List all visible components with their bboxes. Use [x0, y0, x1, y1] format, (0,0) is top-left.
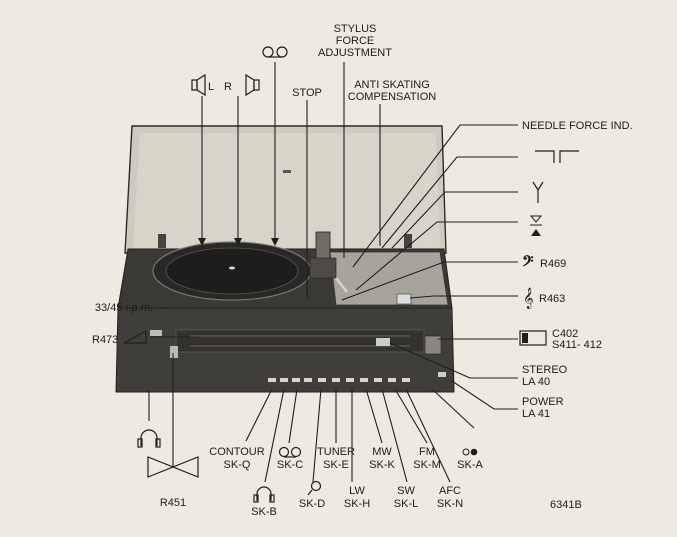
leader-lines — [148, 62, 518, 483]
anti-skating-line2: COMPENSATION — [348, 91, 436, 103]
skn-label: SK-N — [437, 498, 463, 510]
fm-label: FM — [419, 446, 435, 458]
push-buttons — [268, 378, 410, 382]
speaker-right-icon — [245, 73, 260, 97]
skc-label: SK-C — [277, 459, 303, 471]
tuner-scale-ticks — [190, 335, 410, 347]
r463-label: R463 — [539, 293, 565, 305]
la41-label: LA 41 — [522, 408, 550, 420]
s411-label: S411- 412 — [552, 339, 602, 351]
dust-cover-shade — [133, 133, 440, 248]
magnifier-icon — [307, 480, 322, 496]
ska-label: SK-A — [457, 459, 483, 471]
tuning-knob — [424, 335, 442, 355]
headphones-icon — [137, 429, 161, 448]
mono-stereo-icon — [462, 448, 478, 456]
tape-icon — [262, 46, 288, 58]
needle-force-label: NEEDLE FORCE IND. — [522, 120, 633, 132]
tuner-label: TUNER — [317, 446, 355, 458]
tuner-scale — [175, 329, 425, 353]
fader-icon — [147, 456, 199, 478]
speaker-left-label: L — [208, 81, 214, 93]
contour-label: CONTOUR — [209, 446, 264, 458]
speaker-left-icon — [191, 73, 206, 97]
stop-label: STOP — [292, 87, 322, 99]
deck-knob — [396, 293, 412, 305]
deck-right-plate — [329, 251, 449, 306]
skm-label: SK-M — [413, 459, 441, 471]
stylus-force-line1: STYLUS — [334, 23, 377, 35]
ske-label: SK-E — [323, 459, 349, 471]
lw-label: LW — [349, 485, 365, 497]
stylus-force-line2: FORCE — [336, 35, 375, 47]
anti-skating-line1: ANTI SKATING — [354, 79, 430, 91]
figure-id: 6341B — [550, 499, 582, 511]
power-label: POWER — [522, 396, 564, 408]
balance-icon — [529, 215, 543, 236]
la40-label: LA 40 — [522, 376, 550, 388]
skk-label: SK-K — [369, 459, 395, 471]
platter-inner — [165, 247, 299, 295]
headphones-small-icon — [253, 486, 275, 503]
speed-label: 33/45 r.p.m. — [95, 302, 153, 314]
r469-label: R469 — [540, 258, 566, 270]
r473-label: R473 — [92, 334, 118, 346]
tape-small-icon — [278, 446, 302, 458]
arrowheads — [198, 238, 279, 246]
stereo-lamp-housing — [376, 338, 390, 346]
cover-badge — [283, 170, 291, 173]
antenna-icon — [532, 181, 544, 203]
stereo-label: STEREO — [522, 364, 568, 376]
skd-label: SK-D — [299, 498, 325, 510]
stylus-force-line3: ADJUSTMENT — [318, 47, 392, 59]
hinge-right — [404, 234, 412, 248]
fader-slider — [170, 346, 178, 358]
mw-label: MW — [372, 446, 392, 458]
filter-icon — [535, 150, 579, 163]
skl-label: SK-L — [394, 498, 418, 510]
speaker-right-label: R — [224, 81, 232, 93]
r451-label: R451 — [160, 497, 186, 509]
slider-icon — [519, 330, 547, 346]
bass-clef-icon: 𝄢 — [522, 253, 534, 274]
treble-clef-icon: 𝄞 — [523, 288, 534, 309]
platter-spindle — [229, 266, 235, 270]
afc-label: AFC — [439, 485, 461, 497]
tonearm-rest — [309, 257, 337, 279]
skh-label: SK-H — [344, 498, 370, 510]
skq-label: SK-Q — [224, 459, 251, 471]
potentiometer-icon — [123, 329, 147, 344]
c402-label: C402 — [552, 328, 578, 340]
volume-slider — [150, 330, 162, 336]
sw-label: SW — [397, 485, 415, 497]
power-lamp — [438, 372, 446, 377]
skb-label: SK-B — [251, 506, 277, 518]
hinge-left — [158, 234, 166, 248]
